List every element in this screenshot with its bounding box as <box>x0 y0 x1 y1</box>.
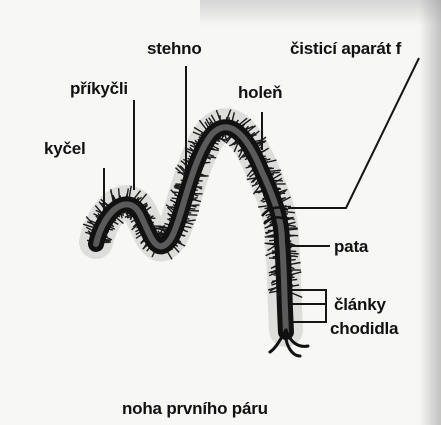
label-pata: pata <box>334 238 368 255</box>
label-prikycli: příkyčli <box>70 80 128 97</box>
label-stehno: stehno <box>147 40 202 57</box>
leader-cistici-aparat <box>288 58 419 208</box>
label-cistici-aparat: čisticí aparát f <box>290 40 401 57</box>
label-clanky: články <box>334 296 386 313</box>
label-holen: holeň <box>238 84 282 101</box>
label-chodidla: chodidla <box>330 320 398 337</box>
label-kycel: kyčel <box>44 140 86 157</box>
figure-caption: noha prvního páru <box>122 400 268 417</box>
